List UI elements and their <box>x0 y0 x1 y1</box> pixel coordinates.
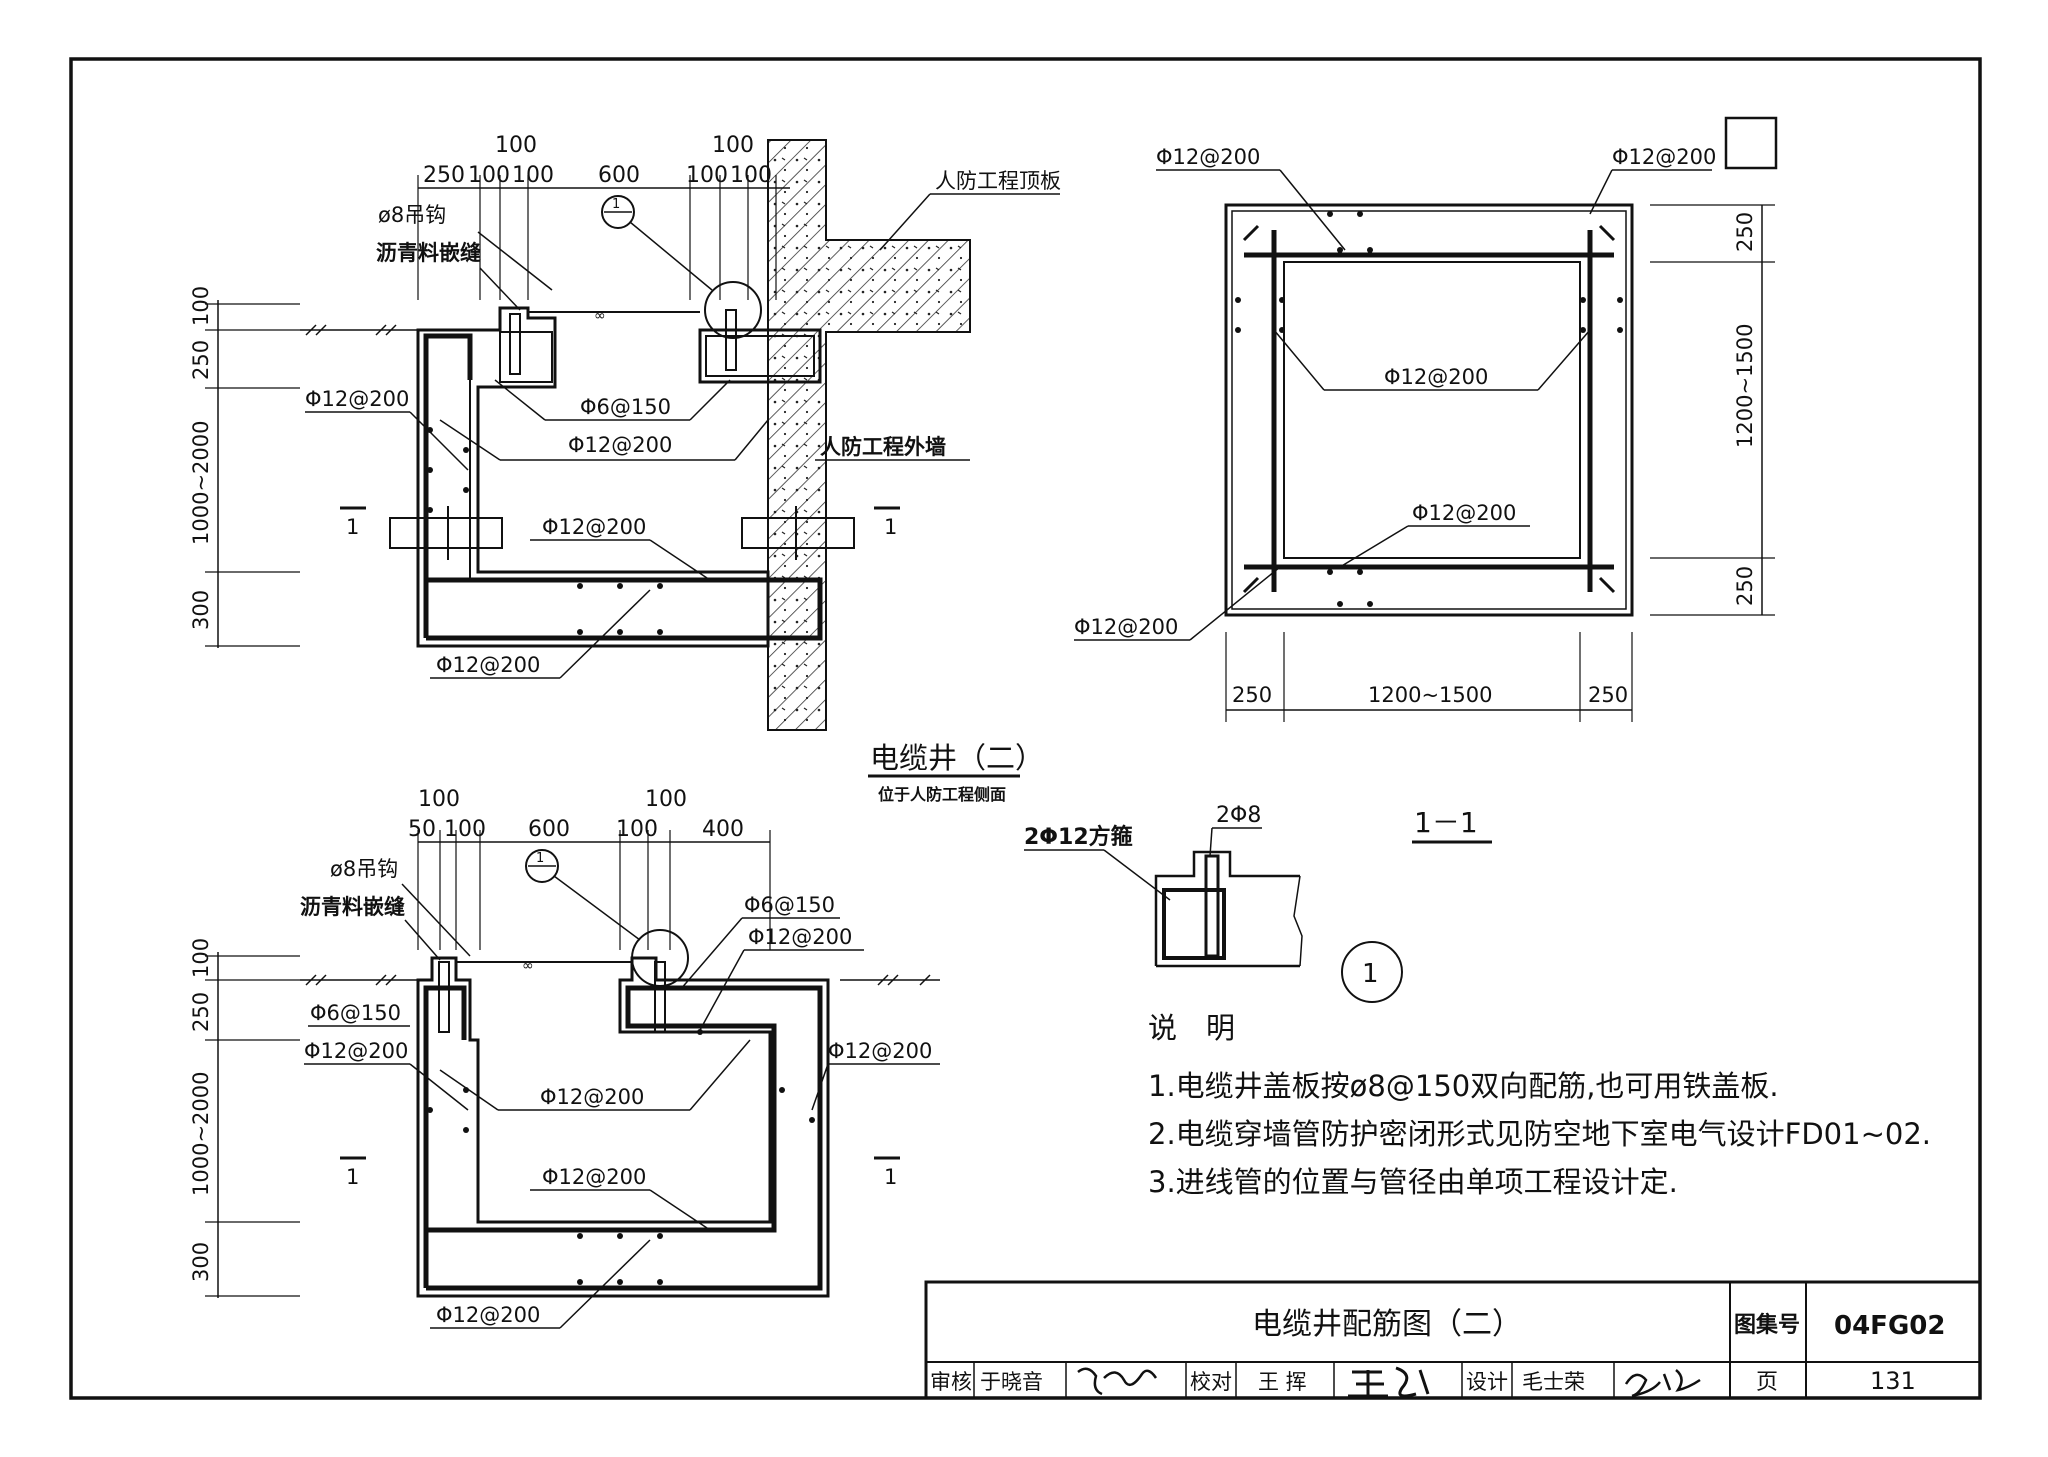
plan-subcaption: 位于人防工程侧面 <box>878 785 1006 804</box>
page-label: 页 <box>1756 1370 1778 1395</box>
dim-left-l-1: 250 <box>189 992 213 1032</box>
dim-top-1: 250 <box>423 163 465 188</box>
section-mark-right-lower: 1 <box>884 1165 897 1189</box>
check-label: 校对 <box>1190 1370 1232 1394</box>
notes: 说 明 1.电缆井盖板按ø8@150双向配筋,也可用铁盖板. 2.电缆穿墙管防护… <box>1148 1011 1931 1199</box>
dim-left-l-0: 100 <box>189 938 213 978</box>
hook-label-lower: ø8吊钩 <box>330 857 398 881</box>
dim-top-5: 100 <box>686 163 728 188</box>
section-mark-right: 1 <box>884 515 897 539</box>
bar-label-tr: Φ12@200 <box>1612 145 1716 169</box>
drawing-frame <box>69 57 1982 1400</box>
notes-heading: 说 明 <box>1148 1011 1235 1045</box>
bar-label-e: Φ12@200 <box>436 653 540 677</box>
bar-label-bot: Φ12@200 <box>436 1303 540 1327</box>
dim-top-l-6: 400 <box>702 817 744 842</box>
dim-top-l-0: 100 <box>418 787 460 812</box>
checker-signature <box>1348 1366 1430 1398</box>
section-stirrup-label: 2Φ12方箍 <box>1024 824 1133 850</box>
dim-left-0: 100 <box>189 286 213 326</box>
dim-top-3: 100 <box>512 163 554 188</box>
dim-top-4: 600 <box>598 163 640 188</box>
dim-top-l-2: 100 <box>444 817 486 842</box>
bar-label-mid1: Φ12@200 <box>1384 365 1488 389</box>
dim-bottom-2: 250 <box>1588 683 1628 707</box>
section-1-1: 1－1 2Φ8 2Φ12方箍 1 <box>1024 803 1492 1003</box>
bar-label-b: Φ6@150 <box>580 395 671 419</box>
joint-label: 沥青料嵌缝 <box>376 241 481 265</box>
bar-label-bl: Φ12@200 <box>1074 615 1178 639</box>
dim-top-7: 100 <box>712 133 754 158</box>
plan-upper: ∞ 1 100 250 100 100 600 100 <box>189 133 1061 804</box>
dim-top-6: 100 <box>730 163 772 188</box>
bar-label-mid2: Φ12@200 <box>1412 501 1516 525</box>
dim-right-2: 250 <box>1733 566 1757 606</box>
drawing-title: 电缆井配筋图（二） <box>1252 1307 1522 1342</box>
dim-right-0: 250 <box>1733 212 1757 252</box>
bar-label-b2: Φ12@200 <box>748 925 852 949</box>
dim-top-l-5: 100 <box>616 817 658 842</box>
dim-top-l-3: 600 <box>528 817 570 842</box>
dim-top-l-4: 100 <box>645 787 687 812</box>
section-title: 1－1 <box>1414 806 1478 839</box>
dim-left-2: 1000~2000 <box>189 421 213 545</box>
corner-box <box>1724 116 1778 170</box>
note-item-3: 3.进线管的位置与管径由单项工程设计定. <box>1148 1165 1678 1199</box>
plan-caption: 电缆井（二） <box>870 741 1044 775</box>
pit-outline <box>416 306 770 648</box>
bar-label-tl: Φ12@200 <box>1156 145 1260 169</box>
checker-name: 王 挥 <box>1258 1370 1307 1394</box>
bar-label-c: Φ12@200 <box>568 433 672 457</box>
detail-ref-circle <box>601 195 635 229</box>
section-mark-left: 1 <box>346 515 359 539</box>
bar-label-l1: Φ6@150 <box>310 1001 401 1025</box>
hook-label: ø8吊钩 <box>378 203 446 227</box>
pit-top-view: Φ12@200 Φ12@200 Φ12@200 Φ12@200 Φ12@200 … <box>1074 116 1778 722</box>
dim-right-1: 1200~1500 <box>1733 324 1757 448</box>
page-no: 131 <box>1870 1367 1916 1395</box>
bar-label-m2: Φ12@200 <box>542 1165 646 1189</box>
dim-left-l-3: 300 <box>189 1242 213 1282</box>
detail-number-circle <box>1341 941 1403 1003</box>
detail-ref-num: 1 <box>612 197 620 212</box>
dim-top-l-1: 50 <box>408 817 436 842</box>
designer-name: 毛士荣 <box>1522 1370 1585 1394</box>
plan-lower: ∞ 1 100 50 100 600 100 100 400 <box>189 787 940 1329</box>
detail-ref-num-lower: 1 <box>536 851 544 866</box>
review-label: 审核 <box>930 1370 972 1394</box>
bar-label-m1: Φ12@200 <box>540 1085 644 1109</box>
reviewer-signature <box>1077 1367 1158 1396</box>
dim-left-3: 300 <box>189 590 213 630</box>
atlas-no-label: 图集号 <box>1734 1312 1800 1338</box>
svg-text:∞: ∞ <box>522 958 534 974</box>
dim-left-l-2: 1000~2000 <box>189 1072 213 1196</box>
detail-number: 1 <box>1362 959 1379 989</box>
svg-text:∞: ∞ <box>594 308 606 324</box>
joint-label-lower: 沥青料嵌缝 <box>300 895 405 919</box>
bar-label-l2: Φ12@200 <box>304 1039 408 1063</box>
title-block: 电缆井配筋图（二） 图集号 04FG02 页 131 审核 于晓音 校对 王 挥… <box>924 1280 1982 1400</box>
note-item-1: 1.电缆井盖板按ø8@150双向配筋,也可用铁盖板. <box>1148 1069 1779 1103</box>
bar-label-a: Φ12@200 <box>305 387 409 411</box>
bar-label-r: Φ12@200 <box>828 1039 932 1063</box>
outer-wall-label: 人防工程外墙 <box>820 435 946 459</box>
dim-bottom-1: 1200~1500 <box>1368 683 1492 707</box>
dim-top-0: 100 <box>495 133 537 158</box>
dim-top-2: 100 <box>468 163 510 188</box>
dim-left-1: 250 <box>189 340 213 380</box>
section-bars-label: 2Φ8 <box>1216 803 1261 828</box>
design-label: 设计 <box>1466 1370 1508 1394</box>
dim-bottom-0: 250 <box>1232 683 1272 707</box>
bar-label-d: Φ12@200 <box>542 515 646 539</box>
roof-slab-label: 人防工程顶板 <box>935 169 1061 193</box>
section-mark-left-lower: 1 <box>346 1165 359 1189</box>
designer-signature <box>1624 1369 1701 1398</box>
atlas-no: 04FG02 <box>1834 1311 1945 1341</box>
bar-label-b1: Φ6@150 <box>744 893 835 917</box>
reviewer-name: 于晓音 <box>980 1370 1043 1394</box>
note-item-2: 2.电缆穿墙管防护密闭形式见防空地下室电气设计FD01~02. <box>1148 1117 1931 1151</box>
